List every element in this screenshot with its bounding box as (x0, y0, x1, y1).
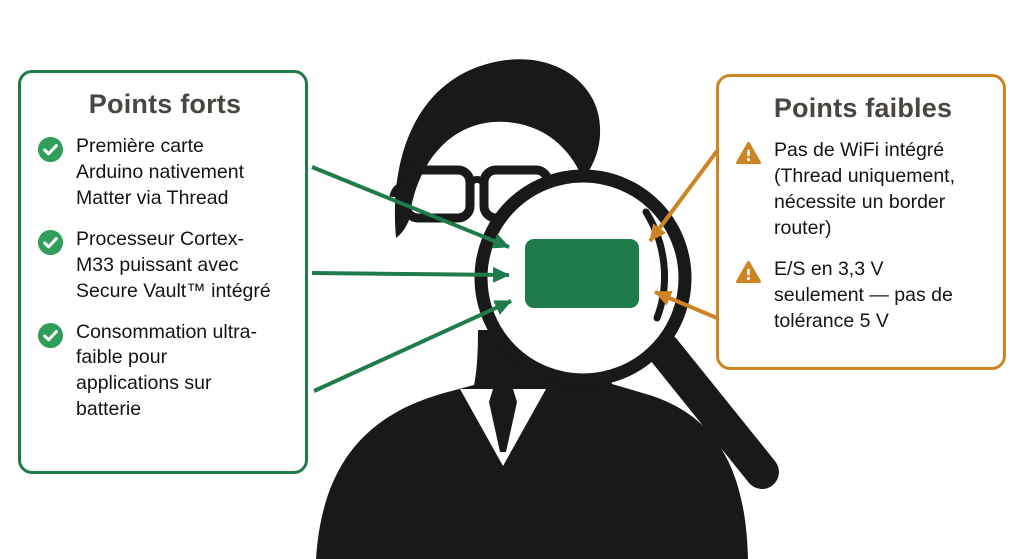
strength-text: Première carte Arduino nativement Matter… (76, 135, 245, 209)
body-shape (316, 330, 748, 559)
cheek-outline (642, 208, 668, 322)
strengths-title: Points forts (88, 89, 242, 119)
strength-item: Première carte Arduino nativement Matter… (37, 134, 293, 212)
strength-text: Consommation ultra-faible pour applicati… (76, 320, 257, 421)
weaknesses-panel: Points faibles Pas de WiFi intégré (Thre… (716, 74, 1006, 370)
hair-shape (394, 59, 601, 239)
arrow-strength-1 (311, 165, 510, 249)
callout-arrows (311, 149, 719, 393)
board-chip (525, 239, 639, 308)
magnifier-handle (646, 332, 779, 489)
weakness-item: Pas de WiFi intégré (Thread uniquement, … (735, 138, 991, 242)
strength-text: Processeur Cortex-M33 puissant avec Secu… (76, 227, 271, 302)
strength-item: Consommation ultra-faible pour applicati… (37, 320, 293, 424)
warning-icon (735, 259, 762, 286)
arrow-strength-2 (311, 266, 510, 283)
arrow-strength-3 (313, 299, 512, 393)
weakness-item: E/S en 3,3 V seulement — pas de toléranc… (735, 257, 991, 335)
check-icon (37, 322, 64, 349)
arrow-weakness-2 (654, 290, 718, 320)
check-icon (37, 229, 64, 256)
weaknesses-title: Points faibles (773, 93, 953, 123)
weakness-text: Pas de WiFi intégré (Thread uniquement, … (774, 139, 956, 239)
arrow-weakness-1 (648, 149, 719, 243)
strength-item: Processeur Cortex-M33 puissant avec Secu… (37, 227, 293, 305)
check-icon (37, 136, 64, 163)
person-silhouette (316, 59, 748, 559)
strengths-panel: Points forts Première carte Arduino nati… (18, 70, 308, 474)
weakness-text: E/S en 3,3 V seulement — pas de toléranc… (774, 257, 953, 332)
tie-shape (489, 389, 517, 452)
warning-icon (735, 140, 762, 167)
